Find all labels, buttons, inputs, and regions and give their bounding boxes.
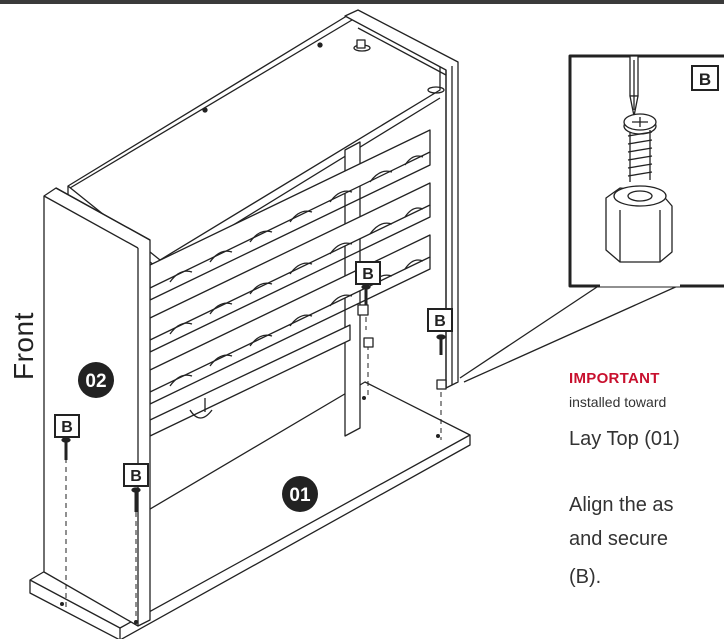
part-badge-callout: B bbox=[691, 65, 719, 91]
svg-text:B: B bbox=[699, 70, 711, 89]
svg-text:B: B bbox=[362, 266, 374, 283]
part-badge-right: B bbox=[427, 308, 453, 332]
instruction-secure: and secure bbox=[569, 528, 668, 550]
screw-detail-icon bbox=[623, 113, 657, 182]
part-badge-right-upper: B bbox=[355, 261, 381, 285]
part-badge-left: B bbox=[54, 414, 80, 438]
front-label: Front bbox=[8, 312, 39, 380]
detail-callout-box bbox=[568, 54, 724, 288]
part-badge-middle: B bbox=[123, 463, 149, 487]
svg-text:B: B bbox=[434, 313, 446, 330]
important-heading: IMPORTANT bbox=[569, 370, 660, 387]
panel-holes bbox=[60, 396, 440, 624]
svg-text:B: B bbox=[130, 468, 142, 485]
important-note: installed toward bbox=[569, 394, 667, 410]
screw-right bbox=[436, 334, 446, 355]
cam-fitting-icon bbox=[605, 185, 673, 263]
screwdriver-icon bbox=[629, 55, 639, 117]
top-rule bbox=[0, 0, 724, 4]
panel-number-01: 01 bbox=[282, 476, 318, 512]
left-side-panel-02 bbox=[43, 187, 151, 627]
callout-pointer bbox=[459, 284, 681, 383]
svg-text:01: 01 bbox=[289, 485, 311, 506]
svg-text:B: B bbox=[61, 419, 73, 436]
instruction-align: Align the as bbox=[569, 494, 674, 516]
cam-fittings bbox=[356, 39, 447, 390]
screw-middle bbox=[131, 487, 141, 512]
instruction-part-ref: (B). bbox=[569, 566, 602, 588]
right-side-panel bbox=[344, 9, 459, 389]
instruction-lay-top: Lay Top (01) bbox=[569, 428, 680, 450]
svg-text:02: 02 bbox=[85, 371, 106, 392]
panel-number-02: 02 bbox=[78, 362, 114, 398]
